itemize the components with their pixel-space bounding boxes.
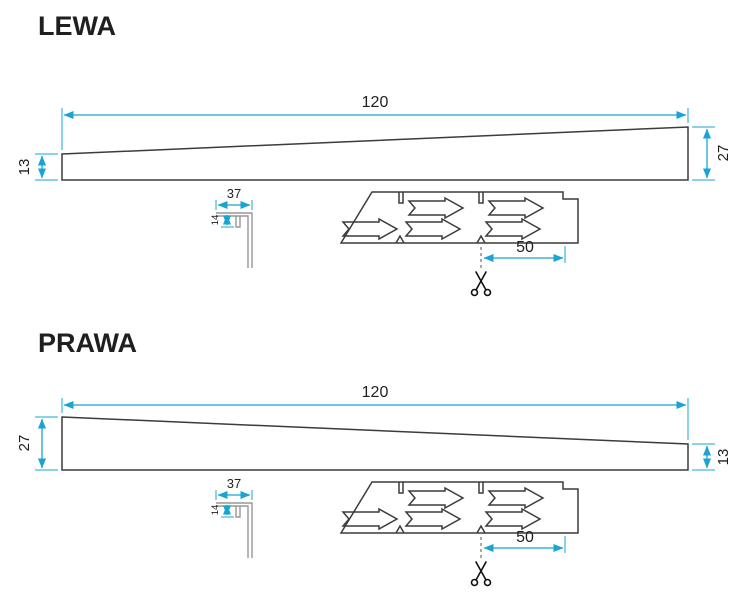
- arrow-cutout: [488, 487, 544, 509]
- dim-lip-height-value: 14: [210, 505, 221, 516]
- dim-lip-height-value: 14: [210, 215, 221, 226]
- scissors-icon: [470, 271, 492, 297]
- strip-notch: [476, 234, 486, 244]
- strip-outline: [339, 481, 579, 534]
- perforated-strip-detail: 50: [339, 481, 579, 587]
- arrow-cutout: [488, 197, 544, 219]
- section-prawa: PRAWA 120 27 13 37: [16, 328, 732, 587]
- arrow-cutout: [408, 197, 464, 219]
- end-profile-detail: 37 14: [210, 476, 253, 558]
- wedge-profile: [61, 126, 689, 181]
- dim-height-right-value: 27: [715, 145, 732, 162]
- dim-height-right: 27: [692, 126, 732, 181]
- dim-height-left: 13: [16, 153, 58, 181]
- arrow-cutout: [405, 508, 461, 530]
- arrow-cutout: [342, 218, 398, 240]
- strip-notch: [476, 524, 486, 534]
- dim-height-right-value: 13: [715, 449, 732, 466]
- dim-height-right: 13: [692, 443, 732, 471]
- arrow-cutout: [485, 218, 541, 240]
- section-lewa: LEWA 120 13 27 37: [16, 11, 732, 297]
- dim-length: 120: [61, 94, 689, 150]
- perforated-strip-detail: 50: [339, 191, 579, 297]
- strip-slot: [478, 482, 484, 494]
- end-profile-detail: 37 14: [210, 186, 253, 268]
- dim-profile-width-value: 37: [227, 186, 241, 201]
- dim-height-left-value: 13: [16, 159, 33, 176]
- arrow-cutout: [405, 218, 461, 240]
- dim-length: 120: [61, 384, 689, 440]
- arrow-cutout: [485, 508, 541, 530]
- dim-profile-width-value: 37: [227, 476, 241, 491]
- dim-cut-distance-value: 50: [516, 239, 534, 256]
- section-title-prawa: PRAWA: [38, 328, 137, 358]
- arrow-cutout: [408, 487, 464, 509]
- strip-slot: [478, 192, 484, 204]
- arrow-cutout: [342, 508, 398, 530]
- strip-outline: [339, 191, 579, 244]
- l-profile-section: [216, 212, 253, 268]
- strip-notch: [395, 234, 405, 244]
- dim-height-left: 27: [16, 416, 58, 471]
- dim-height-left-value: 27: [16, 435, 33, 452]
- wedge-profile: [61, 416, 689, 471]
- l-profile-section: [216, 502, 253, 558]
- dim-length-value: 120: [362, 94, 389, 111]
- strip-notch: [395, 524, 405, 534]
- scissors-icon: [470, 561, 492, 587]
- dim-cut-distance-value: 50: [516, 529, 534, 546]
- section-title-lewa: LEWA: [38, 11, 116, 41]
- strip-slot: [398, 192, 404, 204]
- dim-length-value: 120: [362, 384, 389, 401]
- strip-slot: [398, 482, 404, 494]
